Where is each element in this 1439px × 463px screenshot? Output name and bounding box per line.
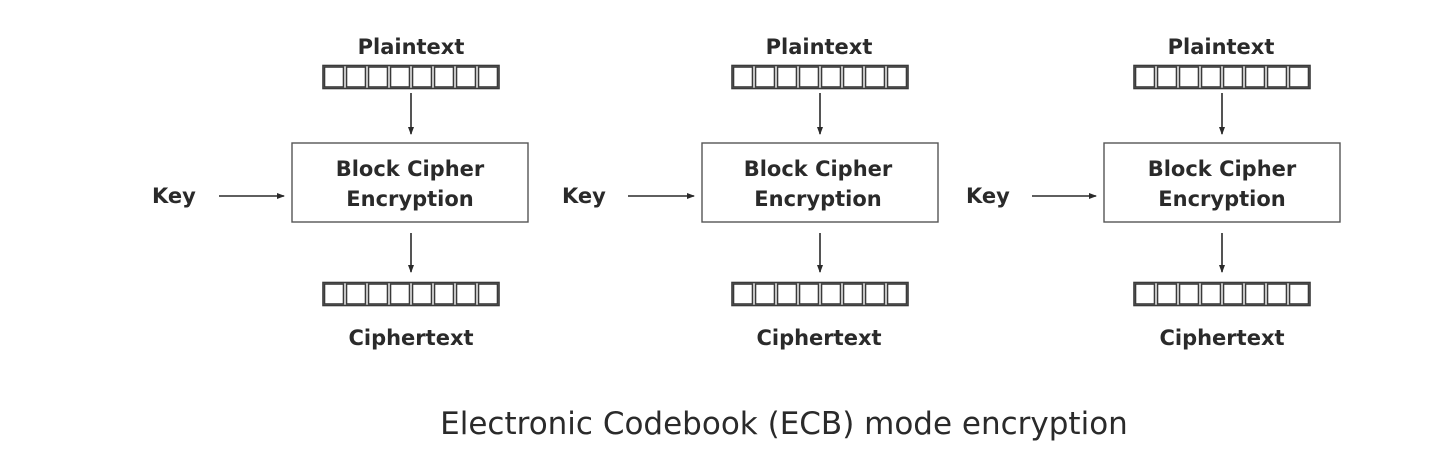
block-cipher-label: Block Cipher [336, 157, 485, 181]
block-cell [798, 66, 820, 88]
plaintext-label: Plaintext [1168, 35, 1275, 59]
block-cipher-box [701, 142, 939, 223]
block-frame [322, 281, 500, 307]
block-cell [886, 283, 908, 305]
block-cell [455, 283, 477, 305]
block-cell [1134, 283, 1156, 305]
ciphertext-label: Ciphertext [756, 326, 881, 350]
encryption-label: Encryption [754, 187, 881, 211]
block-cipher-box [291, 142, 529, 223]
block-cell [754, 66, 776, 88]
plaintext-block [1133, 64, 1311, 90]
block-cell [732, 66, 754, 88]
block-cell [455, 66, 477, 88]
diagram-caption: Electronic Codebook (ECB) mode encryptio… [440, 406, 1128, 442]
stage-2: Plaintext Block Cipher Encryption Key Ci… [562, 35, 939, 350]
block-cell [411, 283, 433, 305]
encryption-label: Encryption [1158, 187, 1285, 211]
block-cell [1244, 66, 1266, 88]
block-cell [732, 283, 754, 305]
block-cell [389, 283, 411, 305]
block-cell [1266, 66, 1288, 88]
block-cell [1266, 283, 1288, 305]
block-cell [1178, 66, 1200, 88]
block-cell [776, 66, 798, 88]
plaintext-label: Plaintext [358, 35, 465, 59]
block-cell [411, 66, 433, 88]
block-frame [1133, 64, 1311, 90]
block-frame [731, 281, 909, 307]
block-cell [323, 283, 345, 305]
block-cell [1222, 283, 1244, 305]
key-label: Key [152, 184, 196, 208]
block-cell [842, 283, 864, 305]
key-label: Key [966, 184, 1010, 208]
block-cell [820, 283, 842, 305]
ciphertext-block [731, 281, 909, 307]
block-cell [477, 66, 499, 88]
block-cipher-label: Block Cipher [744, 157, 893, 181]
block-cell [776, 283, 798, 305]
block-cell [389, 66, 411, 88]
block-cell [1178, 283, 1200, 305]
block-cell [1134, 66, 1156, 88]
block-cell [1288, 66, 1310, 88]
block-cell [1288, 283, 1310, 305]
block-cell [754, 283, 776, 305]
block-cell [798, 283, 820, 305]
block-cell [1244, 283, 1266, 305]
block-cell [1156, 66, 1178, 88]
block-frame [731, 64, 909, 90]
block-cell [842, 66, 864, 88]
block-cell [345, 283, 367, 305]
block-cell [345, 66, 367, 88]
block-cell [1222, 66, 1244, 88]
block-cell [886, 66, 908, 88]
encryption-label: Encryption [346, 187, 473, 211]
key-label: Key [562, 184, 606, 208]
plaintext-label: Plaintext [766, 35, 873, 59]
block-cell [1200, 283, 1222, 305]
ciphertext-label: Ciphertext [348, 326, 473, 350]
block-cell [820, 66, 842, 88]
block-cell [1200, 66, 1222, 88]
block-cell [323, 66, 345, 88]
block-cell [433, 283, 455, 305]
stage-3: Plaintext Block Cipher Encryption Key Ci… [966, 35, 1341, 350]
stage-1: Plaintext Block Cipher Encryption Key Ci… [152, 35, 529, 350]
block-cipher-box [1103, 142, 1341, 223]
block-cell [367, 66, 389, 88]
ciphertext-block [322, 281, 500, 307]
plaintext-block [731, 64, 909, 90]
block-frame [322, 64, 500, 90]
plaintext-block [322, 64, 500, 90]
block-cell [477, 283, 499, 305]
block-cell [1156, 283, 1178, 305]
block-cipher-label: Block Cipher [1148, 157, 1297, 181]
block-cell [864, 283, 886, 305]
block-cell [864, 66, 886, 88]
block-frame [1133, 281, 1311, 307]
block-cell [367, 283, 389, 305]
ciphertext-label: Ciphertext [1159, 326, 1284, 350]
ciphertext-block [1133, 281, 1311, 307]
block-cell [433, 66, 455, 88]
